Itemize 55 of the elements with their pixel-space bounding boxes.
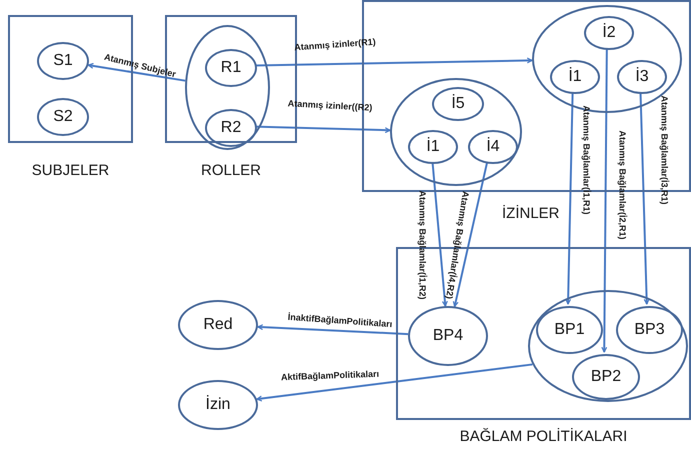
node-label: İ5 bbox=[451, 93, 465, 114]
edge-label: Atanmış Bağlamlar(İ3,R1) bbox=[660, 95, 668, 205]
group-title: İZİNLER bbox=[502, 204, 560, 224]
node-label: İ4 bbox=[486, 136, 500, 157]
group-ellipse bbox=[185, 25, 270, 150]
ellipse-node bbox=[37, 42, 89, 80]
node-label: R2 bbox=[220, 118, 242, 138]
arrow bbox=[257, 324, 408, 336]
ellipse-node bbox=[616, 306, 683, 354]
node-label: S2 bbox=[53, 107, 73, 127]
node-label: İ1 bbox=[426, 136, 440, 157]
ellipse-node bbox=[178, 300, 258, 350]
node-label: BP1 bbox=[554, 320, 585, 340]
node-label: BP4 bbox=[432, 326, 464, 346]
ellipse-node bbox=[37, 98, 89, 136]
ellipse-node bbox=[205, 49, 257, 87]
ellipse-node bbox=[584, 16, 634, 50]
node-label: R1 bbox=[220, 58, 242, 78]
ellipse-node bbox=[178, 380, 258, 430]
node-label: S1 bbox=[53, 51, 73, 71]
group-title: SUBJELER bbox=[32, 161, 110, 181]
group-title: BAĞLAM POLİTİKALARI bbox=[460, 427, 628, 447]
ellipse-node bbox=[550, 60, 600, 94]
ellipse-node bbox=[408, 306, 488, 366]
node-label: BP2 bbox=[590, 367, 622, 387]
arrow bbox=[88, 62, 186, 82]
node-label: İ2 bbox=[602, 22, 616, 43]
node-label: İ3 bbox=[635, 66, 649, 87]
arrow bbox=[432, 162, 448, 307]
ellipse-node bbox=[408, 130, 458, 164]
ellipse-node bbox=[468, 130, 518, 164]
arrow bbox=[565, 92, 574, 305]
edge-label: Atanmış Bağlamlar(İ2,R1) bbox=[618, 130, 626, 240]
node-label: Red bbox=[203, 315, 233, 335]
node-label: BP3 bbox=[634, 320, 665, 340]
arrow bbox=[256, 363, 533, 402]
group-ellipse bbox=[390, 78, 522, 186]
group-ellipse bbox=[528, 290, 688, 402]
edge-label: Atanmış Bağlamlar(İ1,R1) bbox=[582, 105, 590, 215]
edge-label: AktifBağlamPolitikaları bbox=[280, 370, 380, 382]
edge-label: Atanmış izinler(R1) bbox=[294, 38, 376, 52]
ellipse-node bbox=[205, 109, 257, 147]
node-label: İzin bbox=[206, 394, 230, 415]
arrow bbox=[452, 162, 488, 308]
ellipse-node bbox=[432, 87, 484, 121]
arrow bbox=[254, 57, 533, 67]
group-title: ROLLER bbox=[200, 161, 262, 181]
ellipse-node bbox=[536, 306, 603, 354]
edge-label: Atanmış Bağlamlar(İ1,R2) bbox=[418, 190, 426, 300]
arrow bbox=[601, 48, 608, 353]
ellipse-node bbox=[617, 60, 667, 94]
edge-label: Atanmış izinler((R2) bbox=[288, 99, 372, 113]
arrow bbox=[640, 92, 650, 305]
ellipse-node bbox=[572, 354, 640, 400]
node-label: İ1 bbox=[568, 66, 582, 87]
